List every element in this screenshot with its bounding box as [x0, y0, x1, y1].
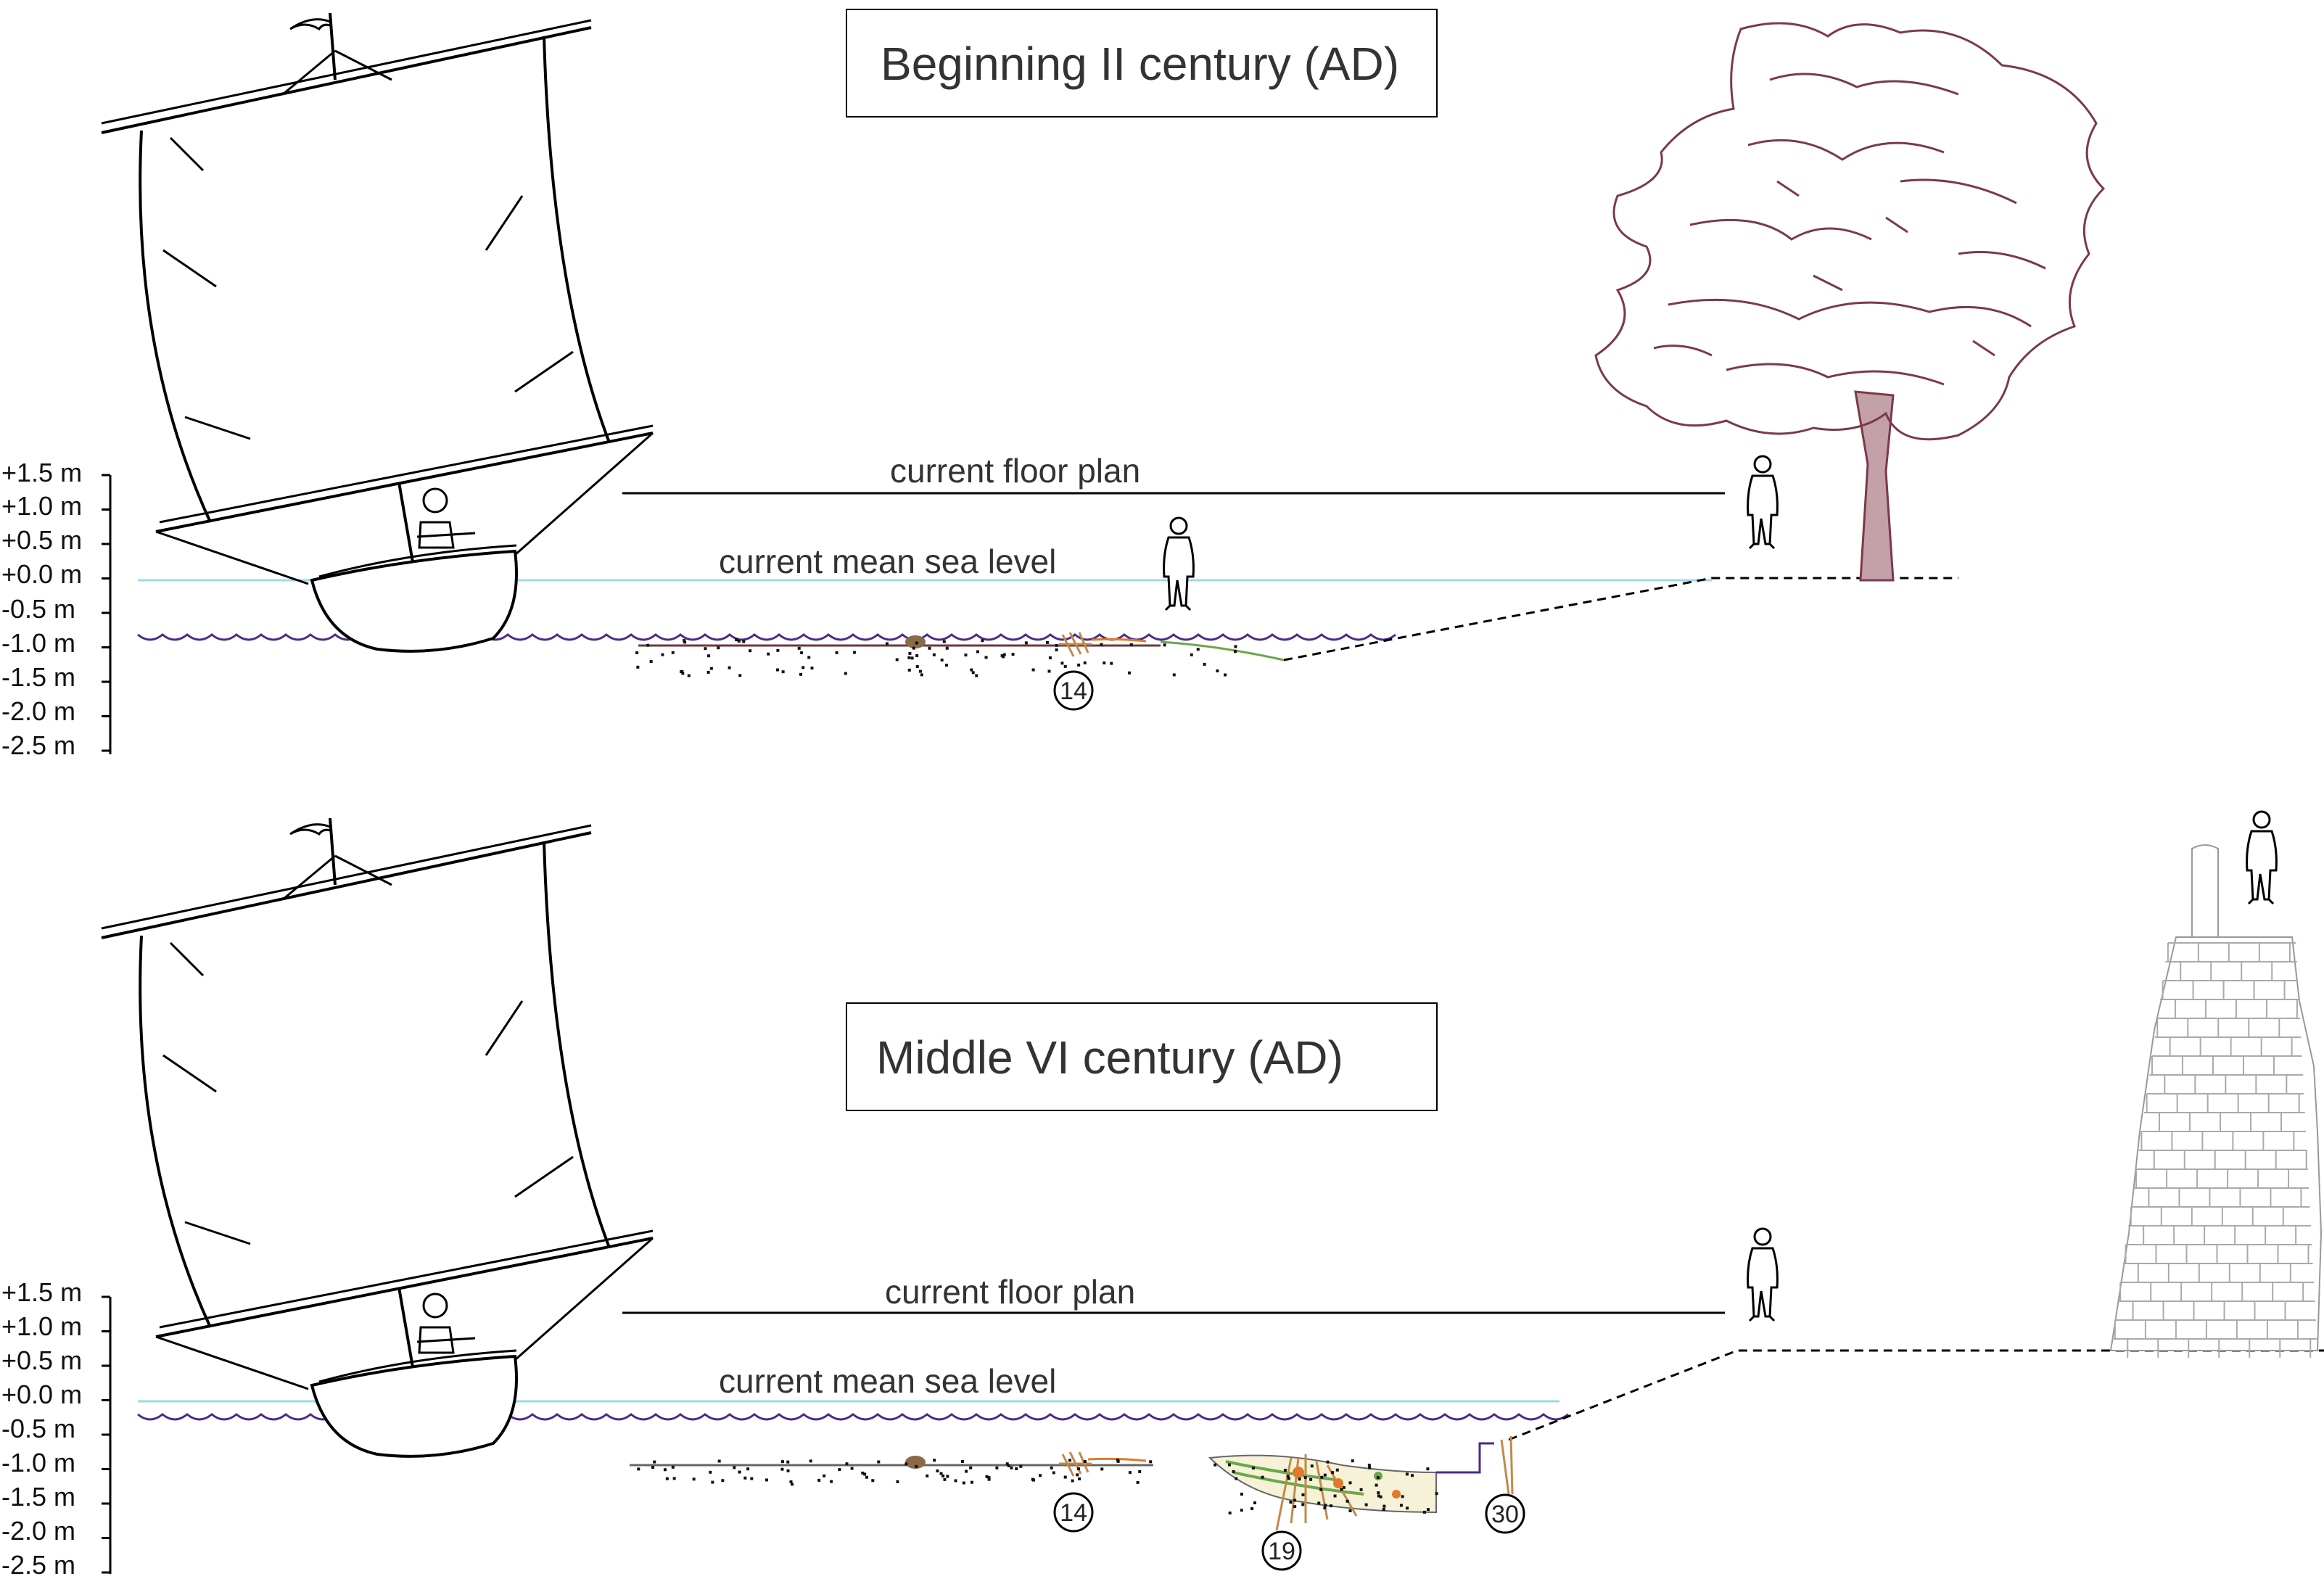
- axis-label-plus-0-5: +0.5 m: [1, 525, 82, 555]
- person-icon: [2246, 810, 2278, 905]
- panel-title: Beginning II century (AD): [881, 38, 1399, 90]
- svg-text:19: 19: [1268, 1538, 1295, 1565]
- shore-profile: [1283, 577, 1958, 661]
- depth-axis: +1.5 m +1.0 m +0.5 m +0.0 m -0.5 m -1.0 …: [1, 1277, 112, 1579]
- axis-label-minus-1-5: -1.5 m: [1, 1482, 75, 1512]
- panel-beginning-ii-century: Beginning II century (AD) +1.5 m +1.0 m …: [1, 9, 2106, 760]
- person-icon: [1747, 455, 1779, 550]
- axis-label-plus-0-0: +0.0 m: [1, 1380, 82, 1409]
- marker-14: 14: [1053, 1492, 1094, 1533]
- panel-title-box: [846, 1002, 1438, 1111]
- axis-label-minus-2-0: -2.0 m: [1, 1516, 75, 1546]
- axis-label-minus-0-5: -0.5 m: [1, 594, 75, 624]
- axis-label-plus-1-5: +1.5 m: [1, 1277, 82, 1307]
- axis-label-plus-1-5: +1.5 m: [1, 458, 82, 487]
- tree-icon: [1594, 22, 2106, 582]
- axis-label-plus-0-0: +0.0 m: [1, 559, 82, 589]
- person-icon: [1747, 1227, 1779, 1322]
- sediment-layer: [630, 1435, 1514, 1531]
- axis-label-plus-0-5: +0.5 m: [1, 1345, 82, 1375]
- axis-label-minus-0-5: -0.5 m: [1, 1414, 75, 1443]
- person-icon: [1163, 516, 1195, 611]
- waves: [137, 633, 1396, 641]
- depth-axis: +1.5 m +1.0 m +0.5 m +0.0 m -0.5 m -1.0 …: [1, 458, 112, 760]
- svg-text:14: 14: [1060, 677, 1087, 705]
- axis-label-minus-1-0: -1.0 m: [1, 1448, 75, 1477]
- floor-plan-label: current floor plan: [885, 1273, 1135, 1311]
- axis-label-minus-2-5: -2.5 m: [1, 1550, 75, 1579]
- axis-label-minus-2-0: -2.0 m: [1, 696, 75, 726]
- marker-19: 19: [1261, 1530, 1302, 1571]
- axis-label-minus-1-5: -1.5 m: [1, 662, 75, 692]
- sediment-layer: [635, 632, 1285, 677]
- marker-30: 30: [1485, 1493, 1525, 1534]
- shore-profile: [1508, 1349, 2324, 1441]
- panel-middle-vi-century: Middle VI century (AD) +1.5 m +1.0 m +0.…: [1, 810, 2324, 1579]
- tower-icon: [2109, 844, 2323, 1358]
- floor-plan-label: current floor plan: [890, 452, 1140, 490]
- svg-text:30: 30: [1491, 1501, 1519, 1528]
- sailing-ship-icon: [100, 817, 654, 1458]
- axis-label-plus-1-0: +1.0 m: [1, 491, 82, 521]
- svg-text:14: 14: [1060, 1499, 1087, 1527]
- axis-label-plus-1-0: +1.0 m: [1, 1311, 82, 1341]
- sailing-ship-icon: [100, 12, 654, 653]
- sea-level-label: current mean sea level: [719, 543, 1056, 580]
- axis-label-minus-1-0: -1.0 m: [1, 628, 75, 658]
- panel-title-box: [846, 9, 1438, 118]
- axis-label-minus-2-5: -2.5 m: [1, 730, 75, 760]
- marker-14: 14: [1053, 670, 1094, 711]
- sea-level-label: current mean sea level: [719, 1362, 1056, 1400]
- panel-title: Middle VI century (AD): [876, 1031, 1343, 1084]
